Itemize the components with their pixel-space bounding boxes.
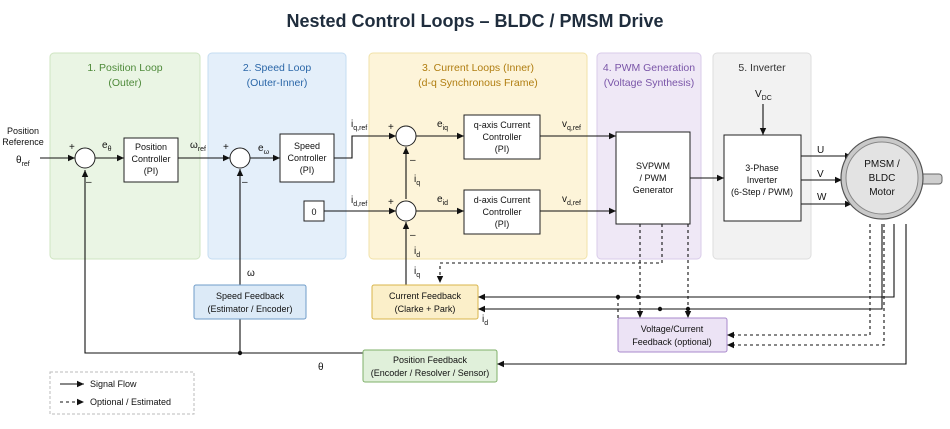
svg-text:SVPWM: SVPWM xyxy=(636,161,670,171)
svg-text:Motor: Motor xyxy=(869,187,895,198)
phase-w-label: W xyxy=(817,192,827,203)
q-current-controller-block: q-axis Current Controller (PI) xyxy=(463,114,541,160)
motor: PMSM / BLDC Motor xyxy=(840,136,943,220)
svg-text:Position Feedback: Position Feedback xyxy=(393,355,468,365)
position-reference-label-2: Reference xyxy=(2,137,44,147)
svg-text:PMSM /: PMSM / xyxy=(864,159,900,170)
position-reference-label: Position xyxy=(7,126,39,136)
svg-text:Speed: Speed xyxy=(294,141,320,151)
speed-controller-block: Speed Controller (PI) xyxy=(279,133,335,183)
iq-label: iq xyxy=(414,174,420,187)
svg-text:+: + xyxy=(388,122,394,133)
section-inverter-title: 5. Inverter xyxy=(738,62,786,74)
section-pwm-title: 4. PWM Generation xyxy=(603,62,695,74)
e-id-label: eid xyxy=(437,194,448,207)
position-feedback-block: Position Feedback (Encoder / Resolver / … xyxy=(362,349,498,383)
voltage-current-feedback-block: Voltage/Current Feedback (optional) xyxy=(617,317,728,353)
omega-ref-label: ωref xyxy=(190,140,206,153)
e-iq-label: eiq xyxy=(437,119,448,132)
svg-text:Voltage/Current: Voltage/Current xyxy=(641,324,704,334)
svg-text:(6-Step / PWM): (6-Step / PWM) xyxy=(731,187,793,197)
svg-text:Feedback (optional): Feedback (optional) xyxy=(632,337,712,347)
svg-text:–: – xyxy=(410,230,416,241)
phase-u-label: U xyxy=(817,145,824,156)
svg-text:BLDC: BLDC xyxy=(869,173,896,184)
zero-reference-block: 0 xyxy=(303,200,325,222)
svg-text:+: + xyxy=(223,142,229,153)
section-speed-subtitle: (Outer-Inner) xyxy=(247,77,308,89)
sum-junction-d: + – xyxy=(388,197,417,241)
phase-v-label: V xyxy=(817,169,824,180)
optional-wires xyxy=(436,224,885,349)
svg-text:(PI): (PI) xyxy=(495,219,510,229)
svg-text:0: 0 xyxy=(311,207,316,217)
legend: Signal Flow Optional / Estimated xyxy=(49,371,195,415)
svg-text:(Encoder / Resolver / Sensor): (Encoder / Resolver / Sensor) xyxy=(371,368,490,378)
svg-text:3-Phase: 3-Phase xyxy=(745,163,779,173)
svg-text:/ PWM: / PWM xyxy=(640,173,667,183)
speed-feedback-block: Speed Feedback (Estimator / Encoder) xyxy=(193,284,307,320)
vdc-label: VDC xyxy=(755,89,772,102)
svpwm-generator-block: SVPWM / PWM Generator xyxy=(615,131,691,225)
svg-text:+: + xyxy=(388,197,394,208)
theta-ref-label: θref xyxy=(16,155,30,168)
section-current-subtitle: (d-q Synchronous Frame) xyxy=(418,77,538,89)
theta-feedback-label: θ xyxy=(318,362,324,373)
vq-ref-label: vq,ref xyxy=(562,119,581,132)
legend-signal-flow: Signal Flow xyxy=(90,379,137,389)
svg-text:(PI): (PI) xyxy=(300,165,315,175)
signal-labels: Position Reference θref eθ ωref eω iq,re… xyxy=(2,89,827,373)
iq-ref-label: iq,ref xyxy=(351,119,367,132)
svg-text:Controller: Controller xyxy=(482,132,521,142)
svg-text:Controller: Controller xyxy=(131,154,170,164)
id-ref-label: id,ref xyxy=(351,195,367,208)
svg-text:–: – xyxy=(410,155,416,166)
svg-text:Controller: Controller xyxy=(482,207,521,217)
svg-text:(PI): (PI) xyxy=(495,144,510,154)
svg-text:(PI): (PI) xyxy=(144,166,159,176)
id-feedback-label: id xyxy=(482,314,488,327)
id-label: id xyxy=(414,246,420,259)
inverter-block: 3-Phase Inverter (6-Step / PWM) xyxy=(723,134,802,222)
section-position-title: 1. Position Loop xyxy=(87,62,162,74)
svg-text:Controller: Controller xyxy=(287,153,326,163)
e-omega-label: eω xyxy=(258,143,270,156)
svg-text:Position: Position xyxy=(135,142,167,152)
e-theta-label: eθ xyxy=(102,140,112,153)
svg-text:–: – xyxy=(242,177,248,188)
svg-text:+: + xyxy=(69,142,75,153)
svg-text:Inverter: Inverter xyxy=(747,175,778,185)
d-current-controller-block: d-axis Current Controller (PI) xyxy=(463,189,541,235)
current-feedback-block: Current Feedback (Clarke + Park) xyxy=(371,284,479,320)
sum-junction-position: + – xyxy=(69,142,96,188)
svg-text:q-axis Current: q-axis Current xyxy=(474,120,531,130)
position-controller-block: Position Controller (PI) xyxy=(123,137,179,183)
iq-feedback-label: iq xyxy=(414,266,420,279)
sum-junction-speed: + – xyxy=(223,142,251,188)
section-position-subtitle: (Outer) xyxy=(108,77,141,89)
svg-text:(Clarke + Park): (Clarke + Park) xyxy=(395,304,456,314)
svg-text:(Estimator / Encoder): (Estimator / Encoder) xyxy=(207,304,292,314)
svg-text:Speed Feedback: Speed Feedback xyxy=(216,291,285,301)
svg-text:Current Feedback: Current Feedback xyxy=(389,291,462,301)
svg-text:d-axis Current: d-axis Current xyxy=(474,195,531,205)
diagram-title: Nested Control Loops – BLDC / PMSM Drive xyxy=(286,11,663,31)
vd-ref-label: vd,ref xyxy=(562,194,581,207)
section-pwm-subtitle: (Voltage Synthesis) xyxy=(604,77,694,89)
signal-wires xyxy=(40,104,907,368)
svg-text:–: – xyxy=(86,177,92,188)
omega-feedback-label: ω xyxy=(247,268,255,279)
legend-optional: Optional / Estimated xyxy=(90,397,171,407)
svg-text:Generator: Generator xyxy=(633,185,674,195)
sum-junction-q: + – xyxy=(388,122,417,166)
section-speed-title: 2. Speed Loop xyxy=(243,62,311,74)
section-current-title: 3. Current Loops (Inner) xyxy=(422,62,534,74)
